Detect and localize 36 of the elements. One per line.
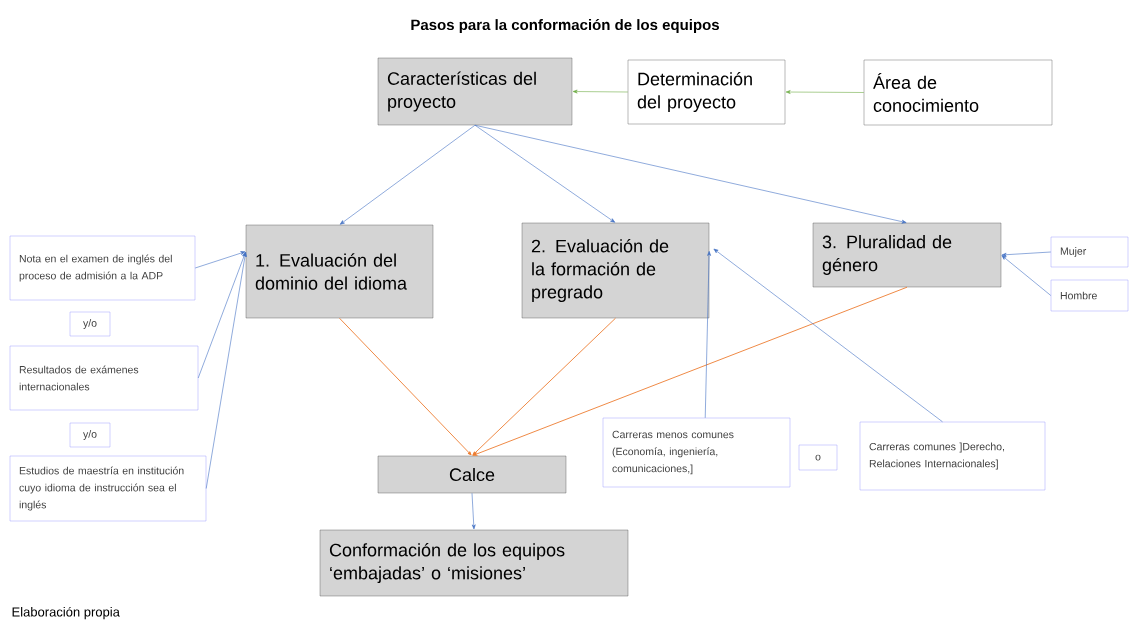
- arrow: [1001, 251, 1052, 257]
- arrow: [471, 492, 476, 530]
- criterion-box: Resultados de exámenes internacionales: [9, 345, 199, 411]
- criterion-box: Mujer: [1050, 236, 1129, 268]
- arrow: [704, 251, 711, 419]
- connector-word-box: y/o: [69, 311, 111, 337]
- process-box: 3. Pluralidad de género: [812, 222, 1002, 288]
- process-box: 2. Evaluación de la formación de pregrado: [521, 222, 710, 319]
- arrow: [472, 317, 616, 456]
- arrow: [197, 252, 246, 379]
- arrow: [572, 89, 629, 94]
- arrow: [339, 124, 476, 225]
- arrow: [339, 317, 472, 456]
- input-box: Área de conocimiento: [863, 59, 1053, 126]
- process-box: 1. Evaluación del dominio del idioma: [245, 224, 434, 319]
- arrow: [472, 286, 908, 456]
- connector-word-box: y/o: [69, 422, 111, 448]
- process-box: Características del proyecto: [377, 57, 573, 126]
- criterion-box: Carreras comunes ]Derecho, Relaciones Internacionales]: [859, 421, 1046, 491]
- process-box: Calce: [377, 455, 567, 494]
- arrow: [713, 248, 943, 423]
- arrow: [785, 90, 865, 94]
- criterion-box: Estudios de maestría en institución cuyo idioma de instrucción sea el inglés: [9, 455, 207, 522]
- input-box: Determinación del proyecto: [627, 59, 786, 125]
- title: Pasos para la conformación de los equipos: [411, 18, 719, 34]
- process-box: Conformación de los equipos ‘embajadas’ o ‘misiones’: [319, 529, 629, 597]
- caption: Elaboración propia: [12, 606, 120, 620]
- criterion-box: Carreras menos comunes (Economía, ingeniería, comunicaciones,]: [602, 417, 791, 488]
- arrow: [194, 251, 246, 269]
- arrow: [205, 252, 247, 489]
- arrow: [1001, 255, 1052, 296]
- arrow: [474, 124, 616, 223]
- criterion-box: Hombre: [1050, 279, 1129, 312]
- criterion-box: Nota en el examen de inglés del proceso de admisión a la ADP: [9, 235, 196, 301]
- connector-word-box: o: [798, 444, 838, 471]
- arrow: [474, 124, 907, 224]
